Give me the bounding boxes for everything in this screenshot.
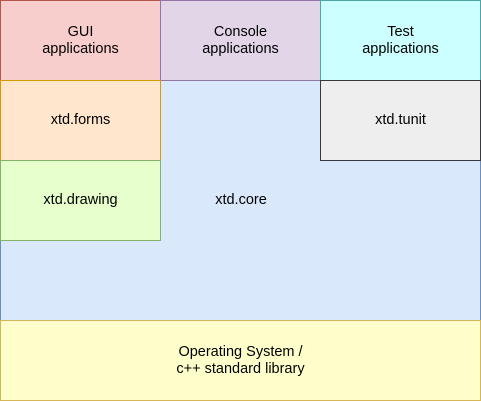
gui-applications-block: GUI applications bbox=[0, 0, 161, 81]
xtd-drawing-block: xtd.drawing bbox=[0, 160, 161, 241]
xtd-core-label: xtd.core bbox=[215, 192, 267, 208]
xtd-forms-block: xtd.forms bbox=[0, 80, 161, 161]
xtd-tunit-block: xtd.tunit bbox=[320, 80, 481, 161]
test-applications-block: Test applications bbox=[320, 0, 481, 81]
console-applications-block: Console applications bbox=[160, 0, 321, 81]
operating-system-block: Operating System / c++ standard library bbox=[0, 320, 481, 401]
